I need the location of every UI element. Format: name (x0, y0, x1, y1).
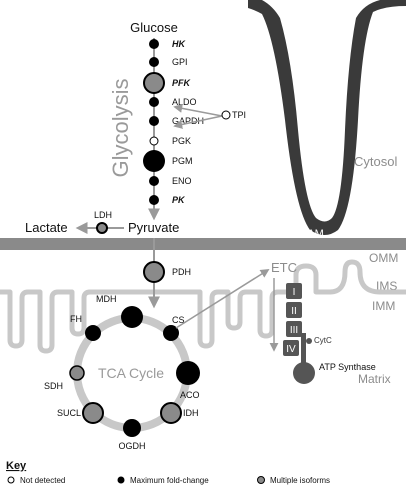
etc-complexes: I II III IV (283, 283, 302, 356)
complex-iii (286, 321, 302, 337)
omm-label: OMM (369, 251, 398, 265)
label-gapdh: GAPDH (172, 116, 204, 126)
label-mdh: MDH (96, 294, 117, 304)
atp-synthase-label: ATP Synthase (319, 362, 376, 372)
complex-i (286, 283, 302, 299)
tpi-arrow-2 (173, 115, 223, 129)
node-sucl (82, 402, 104, 424)
atp-synthase-head (293, 362, 315, 384)
complex-i-label: I (293, 287, 296, 298)
tca-nodes (69, 306, 200, 437)
label-fh: FH (70, 314, 82, 324)
lactate-label: Lactate (25, 220, 68, 235)
label-aco: ACO (180, 390, 200, 400)
glucose-label: Glucose (130, 20, 178, 35)
node-idh (160, 402, 182, 424)
label-eno: ENO (172, 176, 192, 186)
node-cs (163, 325, 179, 341)
complex-iv (283, 340, 299, 356)
label-pdh: PDH (172, 267, 191, 277)
omm-membrane (0, 238, 406, 250)
matrix-label: Matrix (358, 372, 391, 386)
node-hk (149, 39, 159, 49)
node-eno (149, 176, 159, 186)
imm-membrane (0, 259, 406, 354)
pyruvate-label: Pyruvate (128, 220, 179, 235)
mam-label: MAM (298, 228, 324, 240)
key-max-swatch (117, 476, 125, 484)
glycolysis-nodes (143, 39, 165, 205)
node-pgm (143, 150, 165, 172)
node-pgk (149, 136, 159, 146)
label-aldo: ALDO (172, 97, 197, 107)
key-none-label: Not detected (20, 476, 65, 485)
node-pdh (143, 261, 165, 283)
tca-label: TCA Cycle (98, 365, 164, 381)
key-none-swatch (7, 476, 15, 484)
key-multi-swatch (257, 476, 265, 484)
node-gapdh (149, 116, 159, 126)
node-gpi (149, 57, 159, 67)
imm-label: IMM (372, 299, 395, 313)
mam-lumen (262, 0, 380, 222)
key-multi-label: Multiple isoforms (270, 476, 330, 485)
tpi-arrow (173, 103, 223, 117)
etc-label: ETC (271, 260, 297, 275)
node-sdh (69, 365, 85, 381)
key-max-label: Maximum fold-change (130, 476, 209, 485)
key-title: Key (6, 460, 27, 472)
complex-ii (286, 302, 302, 318)
node-aco (176, 361, 200, 385)
label-ldh: LDH (94, 210, 112, 220)
to-etc-arrow (175, 269, 270, 329)
label-cs: CS (172, 315, 185, 325)
node-pfk (143, 72, 165, 94)
node-mdh (121, 306, 143, 328)
complex-ii-label: II (291, 306, 297, 317)
node-fh (85, 325, 101, 341)
label-tpi: TPI (232, 110, 246, 120)
node-ldh (96, 222, 108, 234)
label-idh: IDH (183, 408, 199, 418)
label-gpi: GPI (172, 57, 188, 67)
cytosol-label: Cytosol (354, 154, 397, 169)
node-ogdh (123, 419, 141, 437)
label-pfk: PFK (172, 78, 192, 88)
node-aldo (149, 97, 159, 107)
cytc-dot (306, 338, 312, 344)
label-sdh: SDH (44, 381, 63, 391)
node-pk (149, 195, 159, 205)
complex-iii-label: III (290, 325, 298, 336)
label-pgk: PGK (172, 136, 191, 146)
glycolysis-label: Glycolysis (108, 78, 133, 177)
node-tpi (221, 110, 231, 120)
label-sucl: SUCL (57, 408, 81, 418)
label-pk: PK (172, 195, 186, 205)
label-ogdh: OGDH (119, 441, 146, 451)
atp-synthase-stalk (301, 333, 306, 367)
label-pgm: PGM (172, 156, 193, 166)
complex-iv-label: IV (286, 344, 296, 355)
label-hk: HK (172, 39, 186, 49)
cytc-label: CytC (314, 336, 332, 345)
